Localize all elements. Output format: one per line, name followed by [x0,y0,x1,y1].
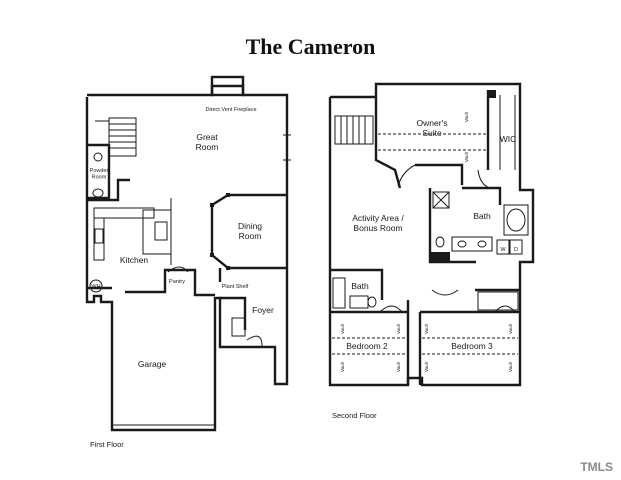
label-fireplace: Direct Vent Fireplace [205,107,256,113]
label-vault: Vault [424,323,429,334]
label-bedroom-3: Bedroom 3 [451,341,493,351]
label-foyer: Foyer [252,305,274,315]
first-floor-plan [85,75,291,432]
second-floor-plan [328,82,535,387]
label-vault: Vault [340,323,345,334]
label-vault: Vault [396,323,401,334]
label-water-heater: WH [91,284,100,290]
label-dryer: D [514,247,518,253]
label-wic: WIC [500,134,517,144]
stairs-first [95,117,137,157]
label-bath-hall: Bath [351,281,369,291]
label-second-floor: Second Floor [332,411,377,420]
label-vault: Vault [508,361,513,372]
label-bath-master: Bath [473,211,491,221]
label-vault: Vault [396,361,401,372]
label-first-floor: First Floor [90,440,124,449]
fireplace-box [210,75,245,97]
label-activity-area: Activity Area /Bonus Room [352,213,404,233]
stairs-second [334,115,374,145]
label-kitchen: Kitchen [120,255,149,265]
label-vault: Vault [464,111,469,122]
label-bedroom-2: Bedroom 2 [346,341,388,351]
label-vault: Vault [340,361,345,372]
mls-watermark: TMLS [580,460,613,474]
plan-title: The Cameron [245,34,376,59]
label-vault: Vault [508,323,513,334]
label-pantry: Pantry [169,279,185,285]
label-plant-shelf: Plant Shelf [222,284,249,290]
label-vault: Vault [424,361,429,372]
label-washer: W [500,247,506,253]
label-vault: Vault [464,151,469,162]
label-garage: Garage [138,359,167,369]
